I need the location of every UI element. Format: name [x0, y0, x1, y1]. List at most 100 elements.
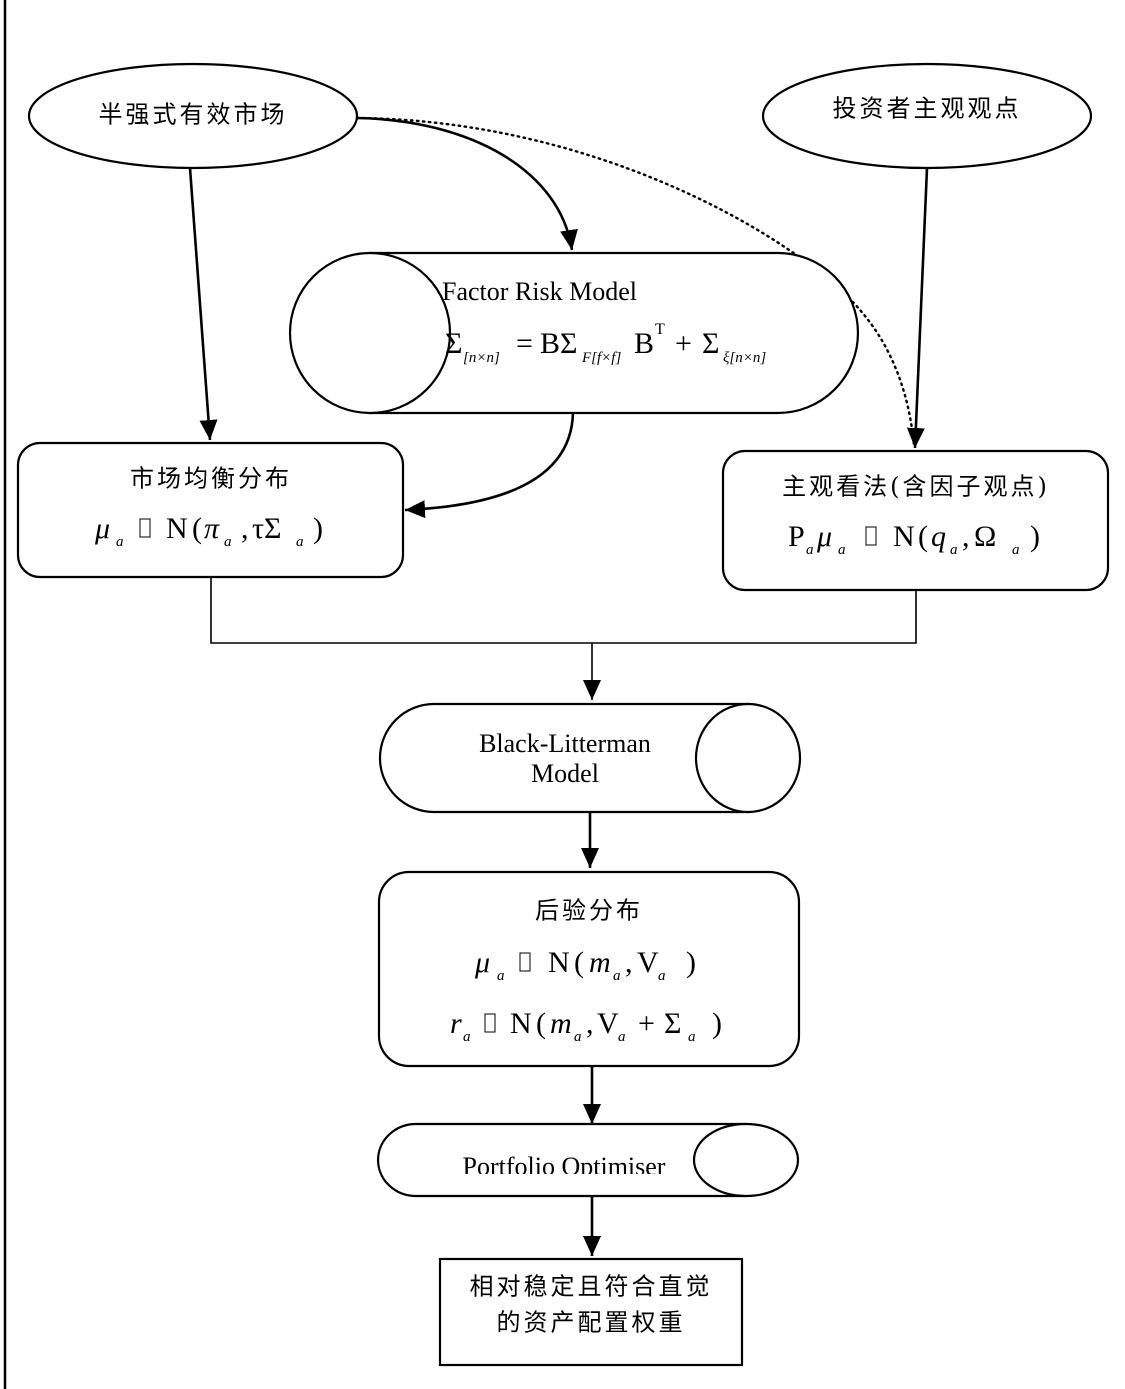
- formula-token: V: [637, 946, 659, 979]
- cylinder-end-disk: [288, 251, 452, 415]
- node-label-line2: Model: [531, 759, 599, 788]
- formula-token: ): [712, 1007, 722, 1040]
- node-label-line1: 相对稳定且符合直觉: [470, 1273, 713, 1301]
- edge-market-to-equilibrium: [188, 167, 218, 441]
- distribution-symbol: [865, 526, 877, 546]
- formula-token: m: [589, 946, 611, 979]
- node-label: Portfolio Optimiser: [463, 1152, 666, 1181]
- node-investor-views: 投资者主观观点: [761, 62, 1093, 170]
- distribution-symbol: [484, 1013, 496, 1033]
- formula-b-sigma: BΣ: [540, 327, 577, 360]
- formula-token: Σ: [664, 1007, 681, 1040]
- node-title: Factor Risk Model: [442, 277, 637, 306]
- node-result: 相对稳定且符合直觉 的资产配置权重: [438, 1257, 744, 1367]
- node-label: 后验分布: [535, 897, 643, 925]
- formula-token: a: [497, 968, 505, 984]
- node-label: 投资者主观观点: [833, 95, 1022, 123]
- formula-sigma: Σ: [445, 327, 462, 360]
- rounded-rect: [721, 449, 1110, 592]
- formula-token: ): [313, 512, 323, 545]
- formula-token: a: [574, 1029, 582, 1045]
- cylinder-body: [376, 1122, 748, 1198]
- formula-token: π: [204, 512, 220, 545]
- node-market-equilibrium: 市场均衡分布 μ a N ( π a , τΣ a ): [16, 441, 405, 579]
- node-label-line2: 的资产配置权重: [497, 1309, 686, 1337]
- edge-investor-to-views: [906, 167, 929, 449]
- ellipse-shape: [27, 62, 359, 170]
- formula-token: a: [950, 542, 958, 558]
- distribution-symbol: [139, 518, 151, 538]
- posterior-mean-formula: μ a N ( m a , V a ): [474, 946, 696, 984]
- formula-token: N: [893, 520, 915, 553]
- formula-token: a: [613, 968, 621, 984]
- formula-subscript: F[f×f]: [581, 350, 621, 366]
- formula-token: (: [536, 1007, 546, 1040]
- cylinder-body: [368, 251, 860, 415]
- formula-token: μ: [94, 512, 110, 545]
- formula-token: a: [806, 542, 814, 558]
- node-label: 主观看法(含因子观点): [782, 473, 1050, 501]
- posterior-return-formula: r a N ( m a , V a + Σ a ): [450, 1007, 722, 1045]
- formula-token: μ: [474, 946, 490, 979]
- formula-token: r: [450, 1007, 462, 1040]
- edge-factor-model-to-equilibrium: [404, 411, 575, 519]
- rounded-rect: [377, 870, 801, 1068]
- cylinder-body: [378, 702, 750, 814]
- cylinder-end-disk: [694, 702, 802, 814]
- result-rect: [438, 1257, 744, 1367]
- formula-token: a: [116, 534, 124, 550]
- node-portfolio-optimiser: Portfolio Optimiser: [376, 1122, 800, 1198]
- node-posterior: 后验分布 μ a N ( m a , V a ) r a N ( m a , V…: [377, 870, 801, 1068]
- cylinder-end-disk: [692, 1122, 800, 1198]
- formula-token: a: [688, 1029, 696, 1045]
- distribution-symbol: [519, 952, 531, 972]
- node-efficient-market: 半强式有效市场: [27, 62, 359, 170]
- formula-token: Ω: [974, 520, 996, 553]
- prior-formula: μ a N ( π a , τΣ a ): [94, 512, 323, 550]
- formula-token: V: [597, 1007, 619, 1040]
- formula-token: m: [550, 1007, 572, 1040]
- formula-token: τΣ: [252, 512, 282, 545]
- formula-token: ): [1030, 520, 1040, 553]
- node-subjective-views: 主观看法(含因子观点) P a μ a N ( q a , Ω a ): [721, 449, 1110, 592]
- node-factor-risk-model: Factor Risk Model Σ [n×n] = BΣ F[f×f] B …: [288, 251, 860, 415]
- formula-token: ,: [962, 520, 970, 553]
- formula-token: a: [658, 968, 666, 984]
- formula-plus: +: [675, 327, 692, 360]
- formula-token: a: [224, 534, 232, 550]
- formula-token: ): [686, 946, 696, 979]
- views-formula: P a μ a N ( q a , Ω a ): [788, 520, 1040, 558]
- formula-token: ,: [241, 512, 249, 545]
- formula-sigma: Σ: [702, 327, 719, 360]
- ellipse-shape: [761, 62, 1093, 170]
- node-black-litterman: Black-Litterman Model: [378, 702, 802, 814]
- edge-merge-connector: [210, 577, 917, 644]
- formula-token: a: [618, 1029, 626, 1045]
- node-label: 半强式有效市场: [99, 101, 288, 129]
- formula-token: ,: [625, 946, 633, 979]
- formula-superscript: T: [655, 321, 665, 338]
- formula-token: (: [918, 520, 928, 553]
- formula-token: P: [788, 520, 805, 553]
- formula-token: +: [638, 1007, 655, 1040]
- formula-token: (: [192, 512, 202, 545]
- node-label: 市场均衡分布: [130, 465, 292, 493]
- formula-token: N: [548, 946, 570, 979]
- formula-token: q: [931, 520, 946, 553]
- formula-token: N: [510, 1007, 532, 1040]
- formula-equals: =: [516, 327, 533, 360]
- formula-token: a: [1012, 542, 1020, 558]
- formula-token: a: [838, 542, 846, 558]
- formula-subscript: ξ[n×n]: [723, 350, 766, 366]
- formula-token: ,: [586, 1007, 594, 1040]
- covariance-formula: Σ [n×n] = BΣ F[f×f] B T + Σ ξ[n×n]: [445, 321, 766, 366]
- edge-market-to-factor-model: [356, 116, 578, 251]
- formula-token: a: [296, 534, 304, 550]
- formula-token: μ: [816, 520, 832, 553]
- formula-token: N: [166, 512, 188, 545]
- rounded-rect: [16, 441, 405, 579]
- formula-subscript: [n×n]: [463, 350, 500, 366]
- node-label-line1: Black-Litterman: [479, 729, 651, 758]
- formula-token: (: [574, 946, 584, 979]
